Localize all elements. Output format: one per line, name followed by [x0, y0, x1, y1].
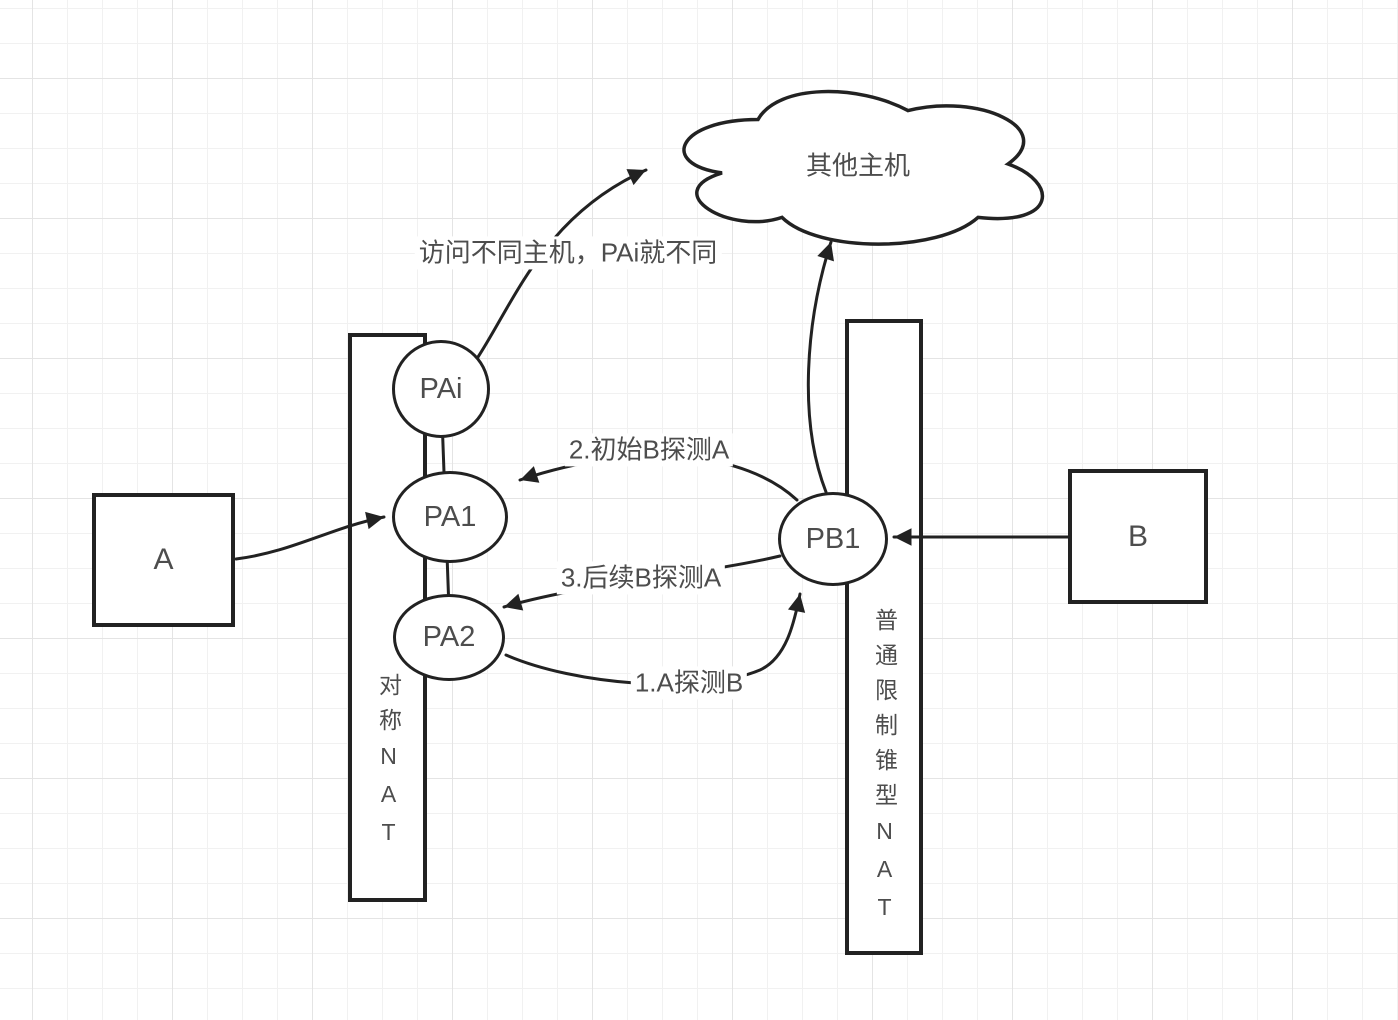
port-pa2-label: PA2 — [422, 621, 476, 653]
step2-label[interactable]: 2.初始B探测A — [564, 433, 734, 467]
step3-label[interactable]: 3.后续B探测A — [556, 561, 726, 595]
host-b-label: B — [1127, 519, 1148, 553]
port-pb1-circle[interactable]: PB1 — [778, 492, 888, 586]
port-pai-label: PAi — [419, 372, 463, 405]
cloud-label[interactable]: 其他主机 — [805, 150, 911, 181]
port-pa1-label: PA1 — [423, 500, 477, 533]
pai-note-label[interactable]: 访问不同主机，PAi就不同 — [414, 236, 722, 270]
port-pb1-label: PB1 — [805, 522, 861, 555]
edge-a-to-pa1[interactable] — [234, 511, 386, 561]
step1-label[interactable]: 1.A探测B — [630, 666, 748, 700]
nat-cone-rect[interactable] — [845, 319, 923, 955]
port-pai-circle[interactable]: PAi — [392, 340, 490, 438]
edge-pb1-to-cloud[interactable] — [806, 240, 834, 494]
port-pa1-circle[interactable]: PA1 — [392, 471, 508, 563]
nat-symmetric-label: 对称NAT — [375, 673, 402, 857]
host-a-label: A — [153, 543, 174, 576]
port-pa2-circle[interactable]: PA2 — [393, 594, 505, 681]
nat-cone-label: 普通限制锥型NAT — [871, 608, 898, 932]
cloud-shape[interactable] — [682, 89, 1045, 246]
host-b-box[interactable]: B — [1068, 469, 1208, 604]
host-a-box[interactable]: A — [92, 493, 235, 627]
